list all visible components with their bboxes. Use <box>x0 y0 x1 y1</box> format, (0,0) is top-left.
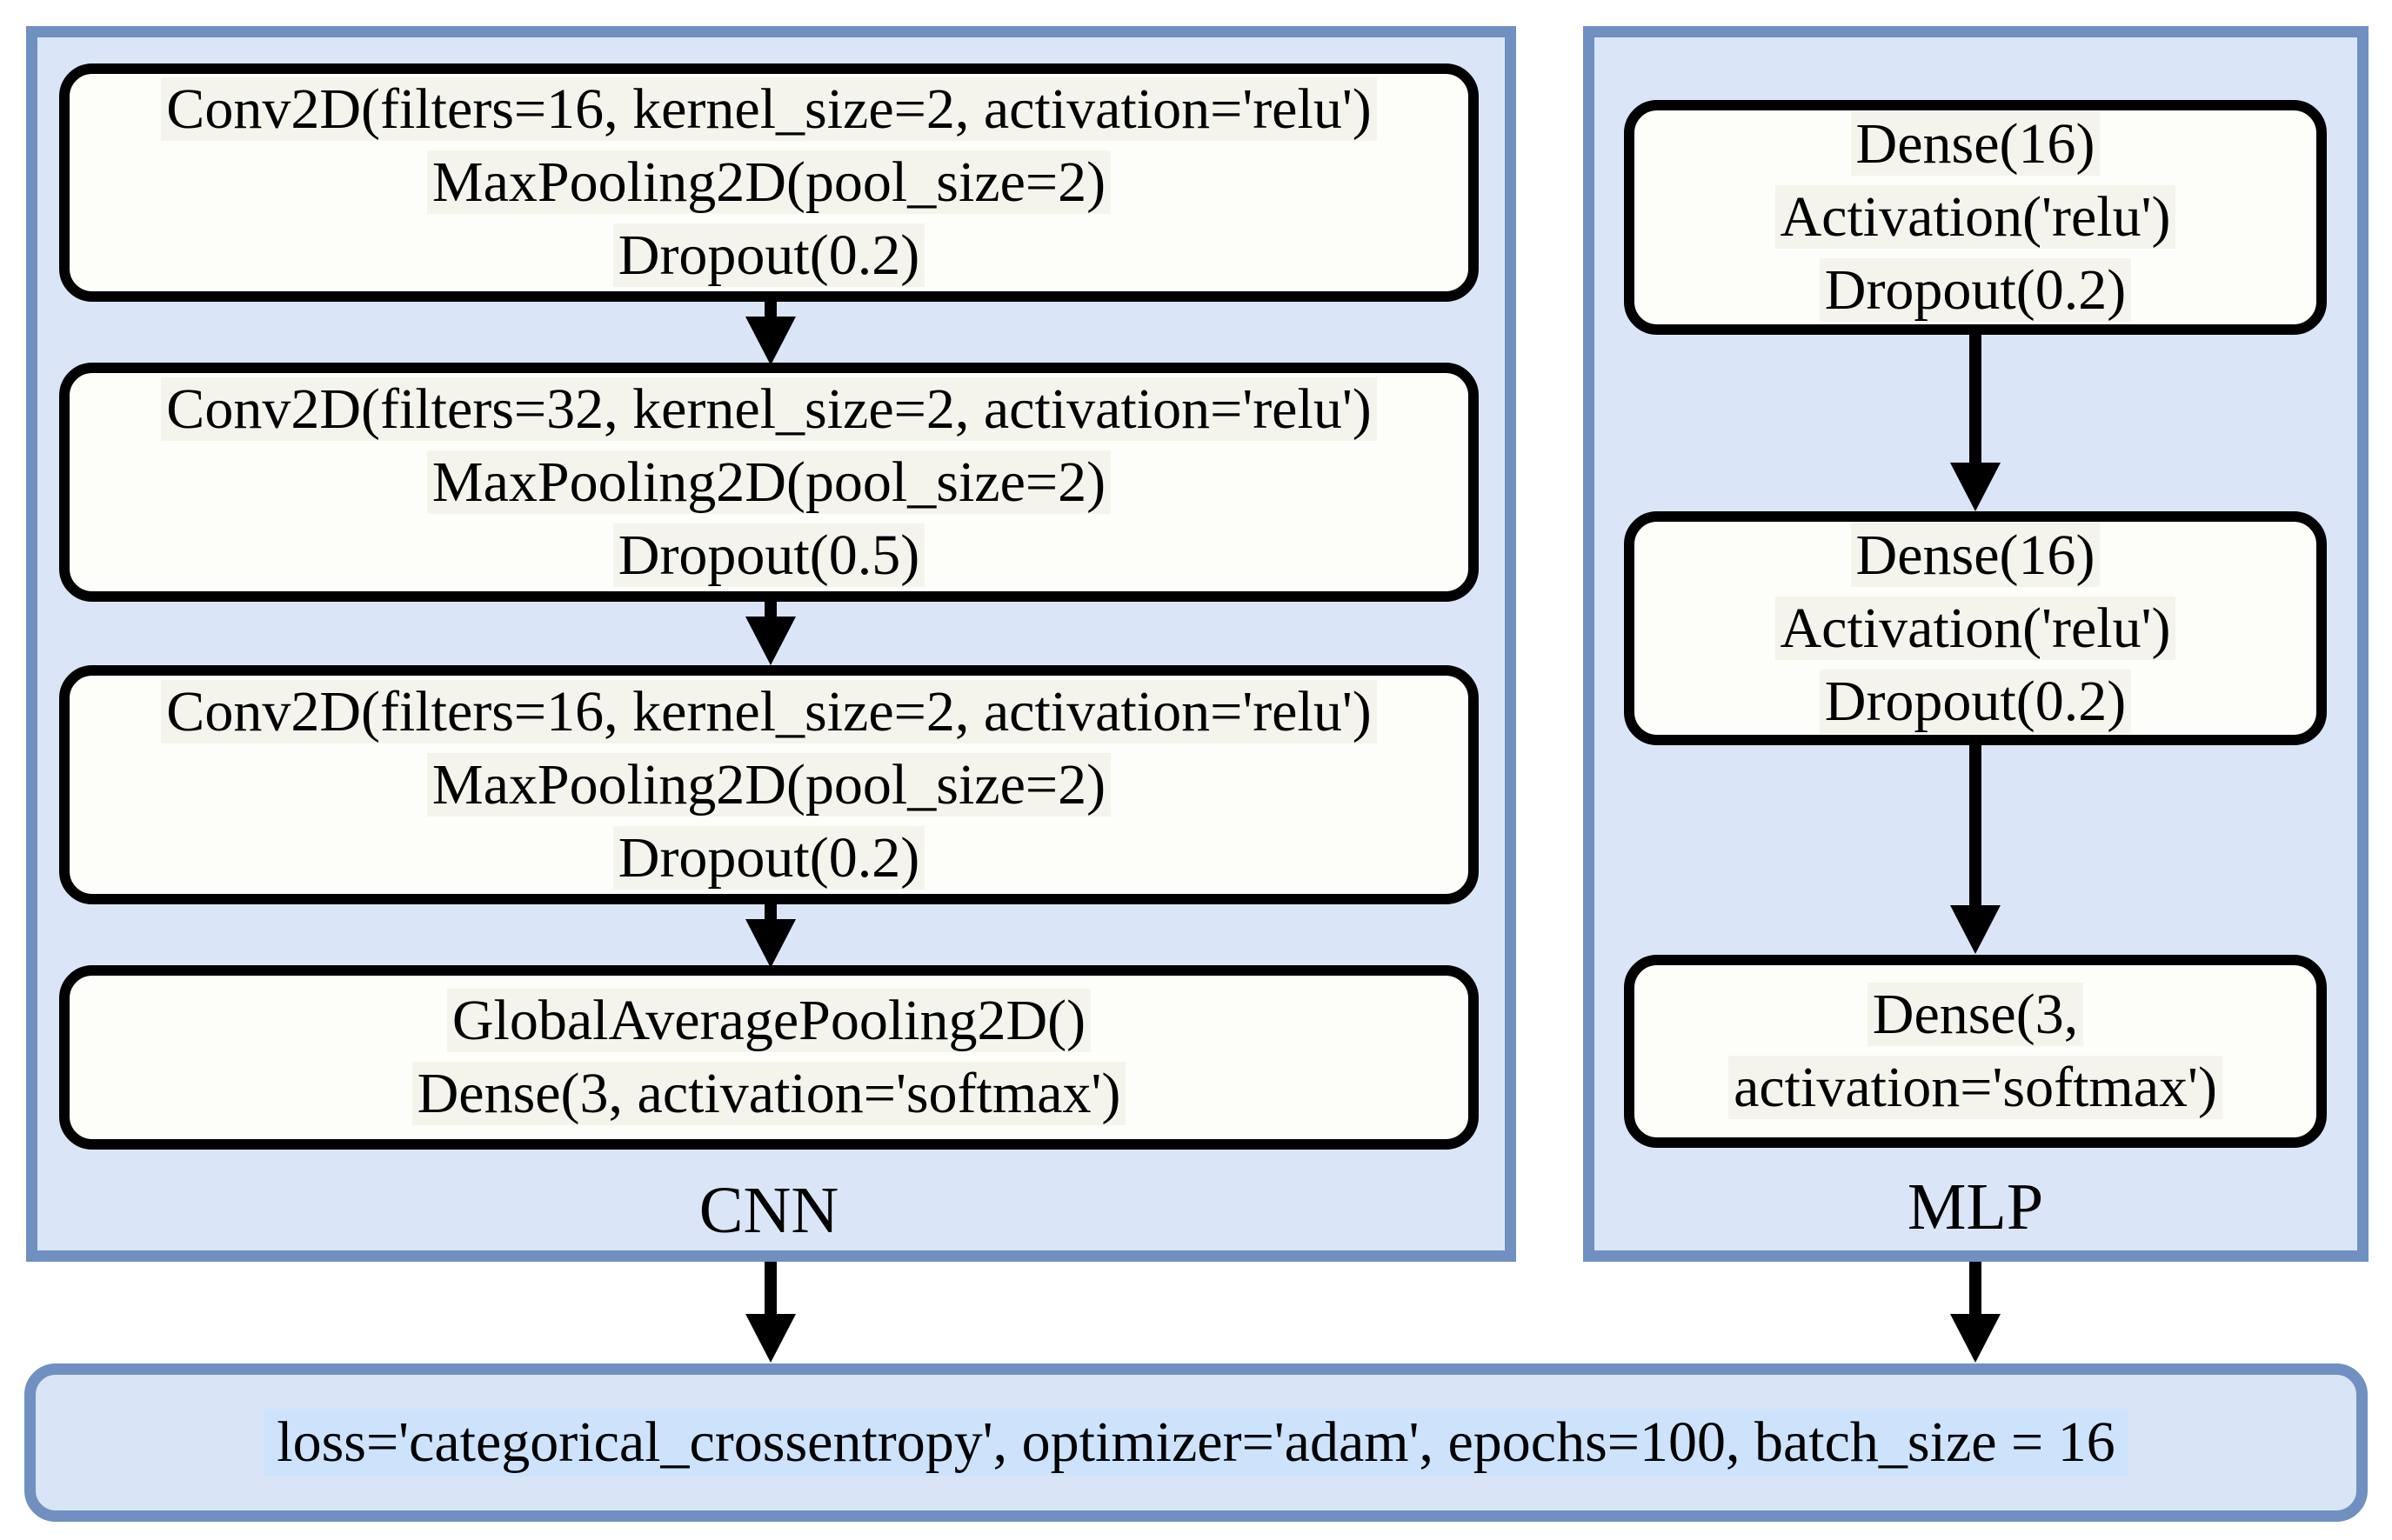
mlp-layer-box-2: Dense(16) Activation('relu') Dropout(0.2… <box>1624 511 2327 745</box>
layer-code-line: Conv2D(filters=16, kernel_size=2, activa… <box>161 73 1377 146</box>
arrow-head <box>745 317 796 365</box>
cnn-panel-label: CNN <box>698 1174 839 1247</box>
layer-code-line: Conv2D(filters=16, kernel_size=2, activa… <box>161 676 1377 749</box>
layer-code-line: activation='softmax') <box>1728 1051 2222 1124</box>
arrow-head <box>1950 905 2001 954</box>
down-arrow-icon <box>1950 1262 2001 1363</box>
cnn-layer-box-2: Conv2D(filters=32, kernel_size=2, activa… <box>59 363 1479 602</box>
layer-code-line: Dropout(0.2) <box>1819 254 2132 327</box>
layer-code-line: Dropout(0.5) <box>612 519 925 592</box>
cnn-layer-box-1: Conv2D(filters=16, kernel_size=2, activa… <box>59 63 1479 302</box>
down-arrow-icon <box>745 599 796 665</box>
layer-code-line: Conv2D(filters=32, kernel_size=2, activa… <box>161 373 1377 446</box>
mlp-output-box: Dense(3, activation='softmax') <box>1624 955 2327 1148</box>
layer-code-line: Activation('relu') <box>1774 592 2176 665</box>
cnn-output-box: GlobalAveragePooling2D() Dense(3, activa… <box>59 965 1479 1150</box>
down-arrow-icon <box>745 299 796 365</box>
layer-code-line: Activation('relu') <box>1774 181 2176 254</box>
down-arrow-icon <box>745 902 796 968</box>
arrow-shaft <box>1969 335 1981 475</box>
layer-code-line: Dense(3, activation='softmax') <box>411 1057 1126 1130</box>
arrow-head <box>745 1314 796 1363</box>
layer-code-line: Dense(16) <box>1850 519 2101 592</box>
training-config-text: loss='categorical_crossentropy', optimiz… <box>264 1409 2128 1477</box>
training-config-bar: loss='categorical_crossentropy', optimiz… <box>24 1363 2368 1522</box>
arrow-shaft <box>1969 745 1981 917</box>
arrow-head <box>745 919 796 968</box>
layer-code-line: Dropout(0.2) <box>1819 665 2132 738</box>
down-arrow-icon <box>1950 335 2001 511</box>
layer-code-line: MaxPooling2D(pool_size=2) <box>426 146 1112 219</box>
mlp-layer-box-1: Dense(16) Activation('relu') Dropout(0.2… <box>1624 100 2327 335</box>
layer-code-line: Dropout(0.2) <box>612 219 925 292</box>
arrow-head <box>745 617 796 665</box>
arrow-head <box>1950 1314 2001 1363</box>
layer-code-line: Dense(3, <box>1867 978 2084 1051</box>
layer-code-line: Dense(16) <box>1850 108 2101 181</box>
layer-code-line: Dropout(0.2) <box>612 822 925 895</box>
mlp-panel-label: MLP <box>1907 1170 2044 1243</box>
down-arrow-icon <box>1950 745 2001 954</box>
cnn-layer-box-3: Conv2D(filters=16, kernel_size=2, activa… <box>59 665 1479 904</box>
down-arrow-icon <box>745 1262 796 1363</box>
layer-code-line: GlobalAveragePooling2D() <box>446 984 1092 1057</box>
layer-code-line: MaxPooling2D(pool_size=2) <box>426 446 1112 519</box>
layer-code-line: MaxPooling2D(pool_size=2) <box>426 749 1112 822</box>
arrow-shaft <box>765 1262 777 1326</box>
arrow-shaft <box>1969 1262 1981 1326</box>
arrow-head <box>1950 463 2001 511</box>
